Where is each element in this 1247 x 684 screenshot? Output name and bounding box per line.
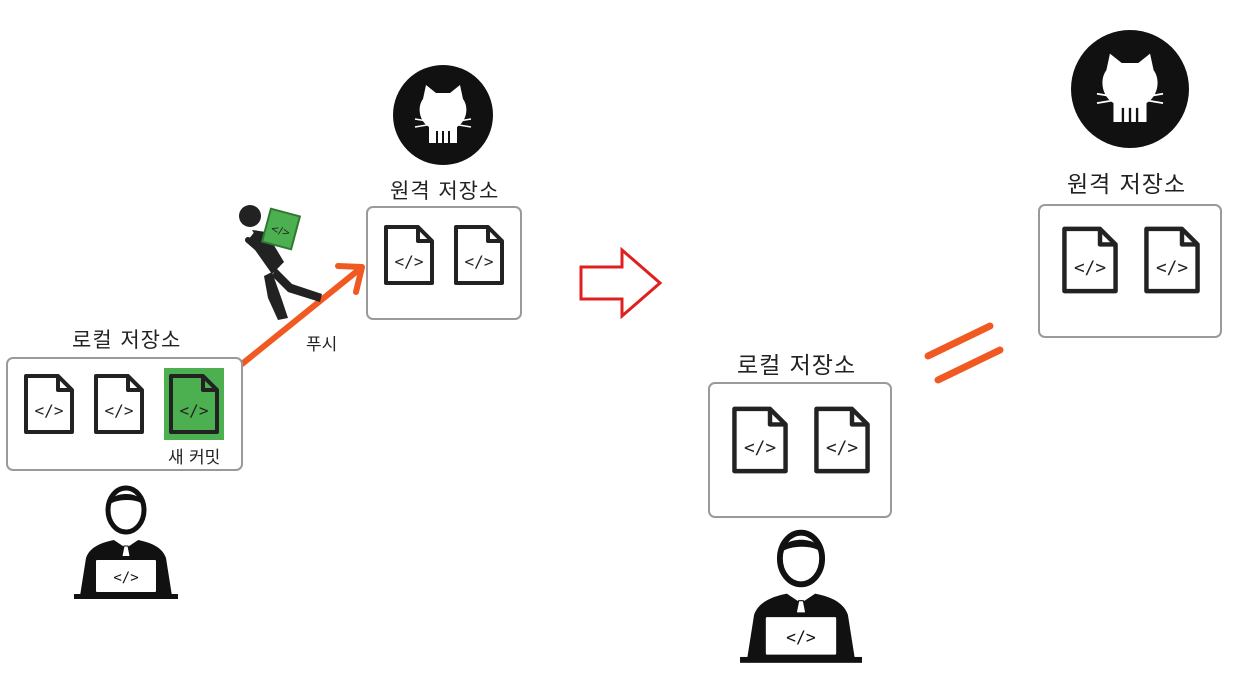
- svg-text:</>: </>: [786, 628, 816, 647]
- remote-repo-label: 원격 저장소: [390, 179, 500, 203]
- svg-text:</>: </>: [180, 401, 209, 420]
- svg-text:</>: </>: [113, 570, 138, 586]
- code-file-icon: </>: [814, 406, 870, 474]
- equals-sign-icon: [924, 322, 1004, 384]
- code-file-icon: </>: [1144, 226, 1200, 294]
- new-commit-label: 새 커밋: [168, 448, 221, 468]
- new-commit-file-highlight: </>: [164, 368, 224, 440]
- push-arrow: [239, 263, 365, 367]
- local-repo-label: 로컬 저장소: [72, 328, 182, 352]
- svg-text:</>: </>: [395, 252, 424, 271]
- remote-repo-label: 원격 저장소: [1067, 172, 1187, 198]
- code-file-icon: </>: [384, 225, 434, 285]
- remote-repo-box: </> </>: [1038, 204, 1222, 338]
- svg-text:</>: </>: [1156, 258, 1188, 278]
- pusher-figure-icon: </>: [239, 205, 322, 320]
- code-file-icon: </>: [454, 225, 504, 285]
- transition-arrow-icon: [579, 247, 663, 319]
- code-file-icon: </>: [1062, 226, 1118, 294]
- svg-text:</>: </>: [465, 252, 494, 271]
- developer-at-laptop-icon: </>: [740, 529, 862, 663]
- local-repo-label: 로컬 저장소: [737, 353, 857, 379]
- code-file-icon: </>: [732, 406, 788, 474]
- svg-text:</>: </>: [826, 438, 858, 458]
- svg-text:</>: </>: [105, 401, 134, 420]
- local-repo-box: </> </> </> 새 커밋: [6, 357, 243, 471]
- github-octocat-icon: [1071, 30, 1189, 148]
- svg-text:</>: </>: [744, 438, 776, 458]
- local-repo-box: </> </>: [708, 382, 892, 518]
- svg-text:</>: </>: [1074, 258, 1106, 278]
- svg-text:</>: </>: [269, 223, 291, 239]
- developer-at-laptop-icon: </>: [74, 485, 178, 599]
- github-octocat-icon: [393, 65, 493, 165]
- code-file-icon: </>: [169, 374, 219, 434]
- code-file-icon: </>: [24, 374, 74, 434]
- remote-repo-box: </> </>: [366, 206, 522, 320]
- push-label: 푸시: [306, 335, 338, 355]
- svg-text:</>: </>: [35, 401, 64, 420]
- code-file-icon: </>: [94, 374, 144, 434]
